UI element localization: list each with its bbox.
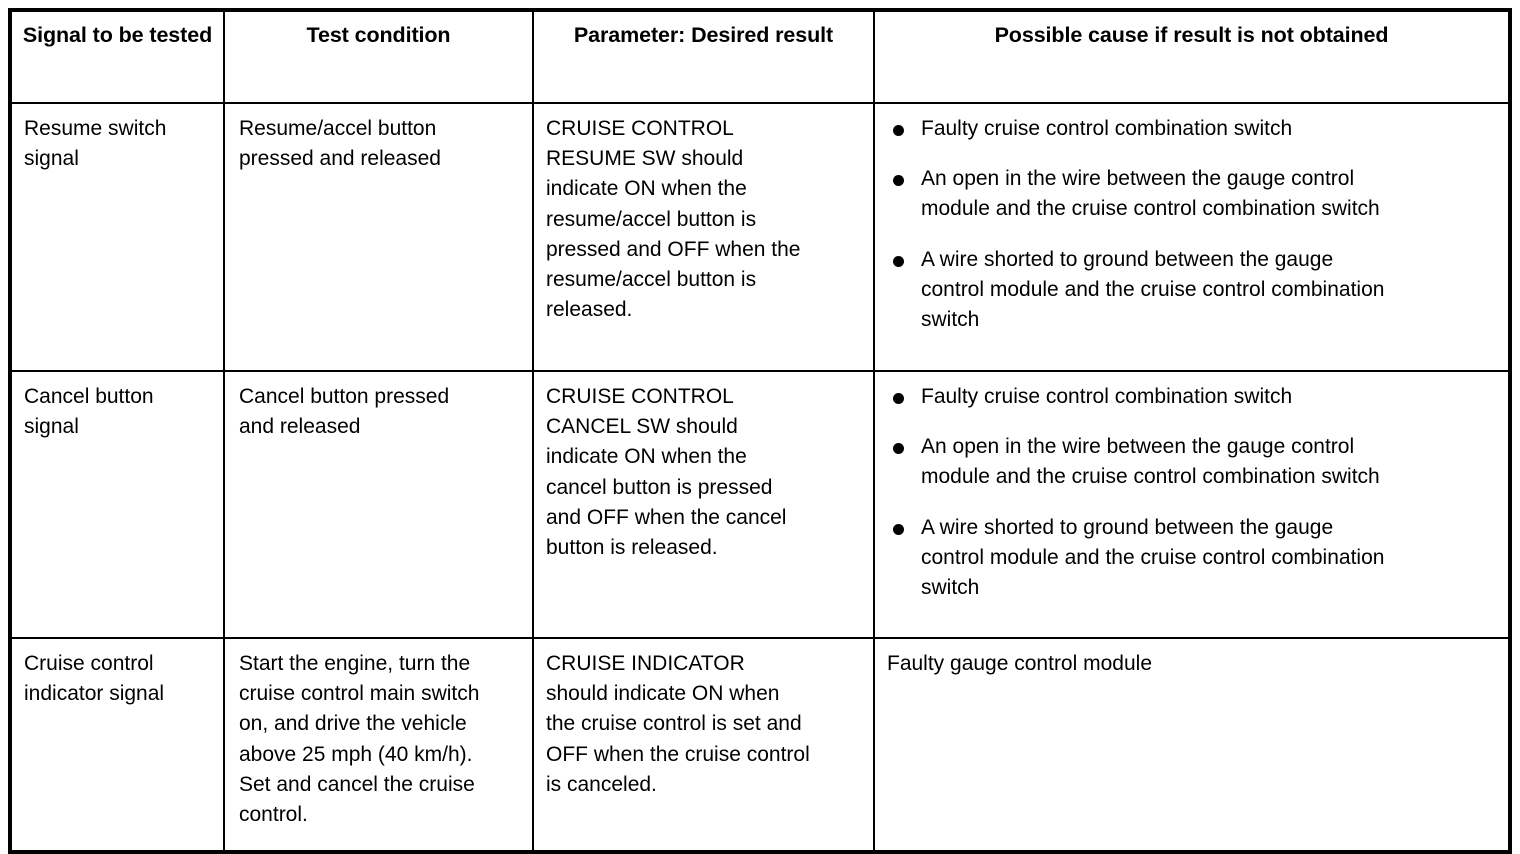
test-condition-text: Cancel button pressed and released: [239, 385, 450, 439]
column-header-possible-cause-label: Possible cause if result is not obtained: [994, 23, 1389, 47]
column-header-parameter: Parameter: Desired result: [532, 9, 875, 104]
column-header-parameter-label: Parameter: Desired result: [573, 23, 834, 47]
bullet-icon: [893, 393, 904, 404]
bullet-icon: [893, 443, 904, 455]
list-item: Faulty cruise control combination switch: [887, 382, 1498, 412]
parameter-text: CRUISE INDICATOR should indicate ON when…: [546, 652, 810, 796]
table-body: Resume switch signal Resume/accel button…: [9, 102, 1511, 853]
cell-signal: Resume switch signal: [9, 102, 225, 372]
test-condition-text: Resume/accel button pressed and released: [239, 117, 441, 171]
table-row: Cancel button signal Cancel button press…: [9, 370, 1511, 639]
column-header-possible-cause: Possible cause if result is not obtained: [873, 9, 1511, 104]
possible-cause-text: An open in the wire between the gauge co…: [921, 167, 1380, 221]
parameter-text: CRUISE CONTROL RESUME SW should indicate…: [546, 117, 801, 322]
cell-possible-cause: Faulty gauge control module: [873, 637, 1511, 853]
test-condition-text: Start the engine, turn the cruise contro…: [239, 652, 480, 827]
list-item: A wire shorted to ground between the gau…: [887, 513, 1498, 604]
cell-test-condition: Cancel button pressed and released: [223, 370, 534, 639]
bullet-icon: [893, 255, 904, 267]
list-item: Faulty cruise control combination switch: [887, 114, 1498, 144]
cell-signal: Cancel button signal: [9, 370, 225, 639]
diagnostic-table-container: Signal to be tested Test condition Param…: [8, 8, 1512, 854]
signal-text: Resume switch signal: [24, 117, 167, 171]
list-item: An open in the wire between the gauge co…: [887, 164, 1498, 224]
possible-cause-text: Faulty gauge control module: [887, 652, 1152, 675]
possible-cause-text: An open in the wire between the gauge co…: [921, 435, 1380, 489]
bullet-icon: [893, 523, 904, 535]
list-item: An open in the wire between the gauge co…: [887, 432, 1498, 492]
table-row: Cruise control indicator signal Start th…: [9, 637, 1511, 853]
bullet-icon: [893, 175, 904, 187]
column-header-test-condition-label: Test condition: [306, 23, 451, 47]
parameter-text: CRUISE CONTROL CANCEL SW should indicate…: [546, 385, 787, 560]
signal-text: Cancel button signal: [24, 385, 154, 439]
cell-parameter: CRUISE CONTROL CANCEL SW should indicate…: [532, 370, 875, 639]
cell-test-condition: Resume/accel button pressed and released: [223, 102, 534, 372]
signal-text: Cruise control indicator signal: [24, 652, 165, 706]
possible-cause-text: A wire shorted to ground between the gau…: [921, 247, 1385, 332]
column-header-test-condition: Test condition: [223, 9, 534, 104]
cell-signal: Cruise control indicator signal: [9, 637, 225, 853]
possible-cause-text: Faulty cruise control combination switch: [921, 117, 1293, 140]
cell-parameter: CRUISE INDICATOR should indicate ON when…: [532, 637, 875, 853]
cell-possible-cause: Faulty cruise control combination switch…: [873, 102, 1511, 372]
cell-possible-cause: Faulty cruise control combination switch…: [873, 370, 1511, 639]
column-header-signal-label: Signal to be tested: [22, 23, 213, 47]
possible-cause-list: Faulty cruise control combination switch…: [887, 114, 1498, 335]
diagnostic-table: Signal to be tested Test condition Param…: [8, 8, 1512, 854]
column-header-signal: Signal to be tested: [9, 9, 225, 104]
cell-test-condition: Start the engine, turn the cruise contro…: [223, 637, 534, 853]
possible-cause-list: Faulty cruise control combination switch…: [887, 382, 1498, 603]
table-header: Signal to be tested Test condition Param…: [9, 9, 1511, 104]
possible-cause-text: Faulty cruise control combination switch: [921, 385, 1293, 408]
possible-cause-text: A wire shorted to ground between the gau…: [921, 515, 1385, 600]
cell-parameter: CRUISE CONTROL RESUME SW should indicate…: [532, 102, 875, 372]
table-header-row: Signal to be tested Test condition Param…: [9, 9, 1511, 104]
bullet-icon: [893, 125, 904, 136]
list-item: A wire shorted to ground between the gau…: [887, 245, 1498, 336]
table-row: Resume switch signal Resume/accel button…: [9, 102, 1511, 372]
